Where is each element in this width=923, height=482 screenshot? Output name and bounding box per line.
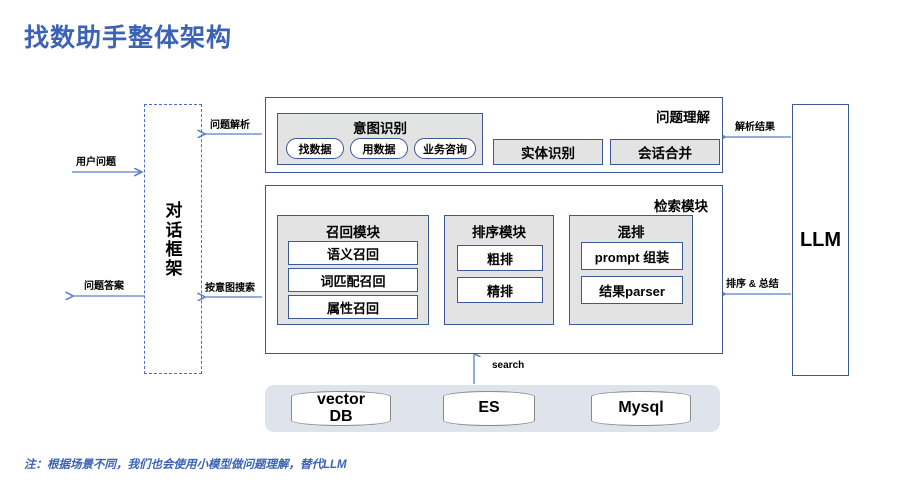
datastore-es[interactable]: ES xyxy=(443,391,535,426)
retrieval-panel: 检索模块 召回模块 语义召回 词匹配召回 属性召回 排序模块 粗排 精排 混排 … xyxy=(265,185,723,354)
arrow-label-intent-search: 按意图搜索 xyxy=(205,283,255,294)
recall-item-keyword[interactable]: 词匹配召回 xyxy=(288,268,418,292)
recall-module-title: 召回模块 xyxy=(326,225,380,240)
intent-chip-find-data[interactable]: 找数据 xyxy=(286,138,344,159)
llm-box[interactable]: LLM xyxy=(792,104,849,376)
entity-recognition-box[interactable]: 实体识别 xyxy=(493,139,603,165)
ranking-item-fine[interactable]: 精排 xyxy=(457,277,543,303)
page-title: 找数助手整体架构 xyxy=(24,24,233,52)
ranking-item-coarse[interactable]: 粗排 xyxy=(457,245,543,271)
dialog-framework-label: 对 话 框 架 xyxy=(145,105,203,375)
ranking-module-group: 排序模块 粗排 精排 xyxy=(444,215,554,325)
intent-recognition-group: 意图识别 找数据 用数据 业务咨询 xyxy=(277,113,483,165)
dialog-char-1: 对 xyxy=(165,201,183,221)
arrow-label-question-parse: 问题解析 xyxy=(210,120,250,131)
mixed-item-result-parser[interactable]: 结果parser xyxy=(581,276,683,304)
dialog-framework-box: 对 话 框 架 xyxy=(144,104,202,374)
ranking-module-title: 排序模块 xyxy=(472,225,526,240)
datastore-mysql[interactable]: Mysql xyxy=(591,391,691,426)
datastore-strip: vector DB ES Mysql xyxy=(265,385,720,432)
arrow-label-rank-summary: 排序 & 总结 xyxy=(726,279,779,290)
arrow-label-question-answer: 问题答案 xyxy=(84,281,124,292)
datastore-vector-db-line1: vector xyxy=(316,390,366,408)
question-understanding-title: 问题理解 xyxy=(656,110,710,125)
intent-chip-business-consult[interactable]: 业务咨询 xyxy=(414,138,476,159)
arrow-label-search: search xyxy=(492,360,525,371)
mixed-ranking-group: 混排 prompt 组装 结果parser xyxy=(569,215,693,325)
session-merge-box[interactable]: 会话合并 xyxy=(610,139,720,165)
arrow-label-user-question: 用户问题 xyxy=(76,157,116,168)
retrieval-title: 检索模块 xyxy=(654,199,708,214)
mixed-item-prompt-assembly[interactable]: prompt 组装 xyxy=(581,242,683,270)
dialog-char-4: 架 xyxy=(165,259,183,279)
datastore-vector-db[interactable]: vector DB xyxy=(291,391,391,426)
recall-item-attribute[interactable]: 属性召回 xyxy=(288,295,418,319)
dialog-char-3: 框 xyxy=(165,240,183,259)
recall-module-group: 召回模块 语义召回 词匹配召回 属性召回 xyxy=(277,215,429,325)
dialog-char-2: 话 xyxy=(165,220,183,240)
intent-recognition-title: 意图识别 xyxy=(353,121,407,136)
arrow-label-parse-result: 解析结果 xyxy=(735,122,775,133)
mixed-ranking-title: 混排 xyxy=(617,225,645,240)
recall-item-semantic[interactable]: 语义召回 xyxy=(288,241,418,265)
footer-note: 注：根据场景不同，我们也会使用小模型做问题理解，替代LLM xyxy=(24,459,347,471)
datastore-vector-db-line2: DB xyxy=(329,407,353,425)
intent-chip-use-data[interactable]: 用数据 xyxy=(350,138,408,159)
question-understanding-panel: 问题理解 意图识别 找数据 用数据 业务咨询 实体识别 会话合并 xyxy=(265,97,723,173)
